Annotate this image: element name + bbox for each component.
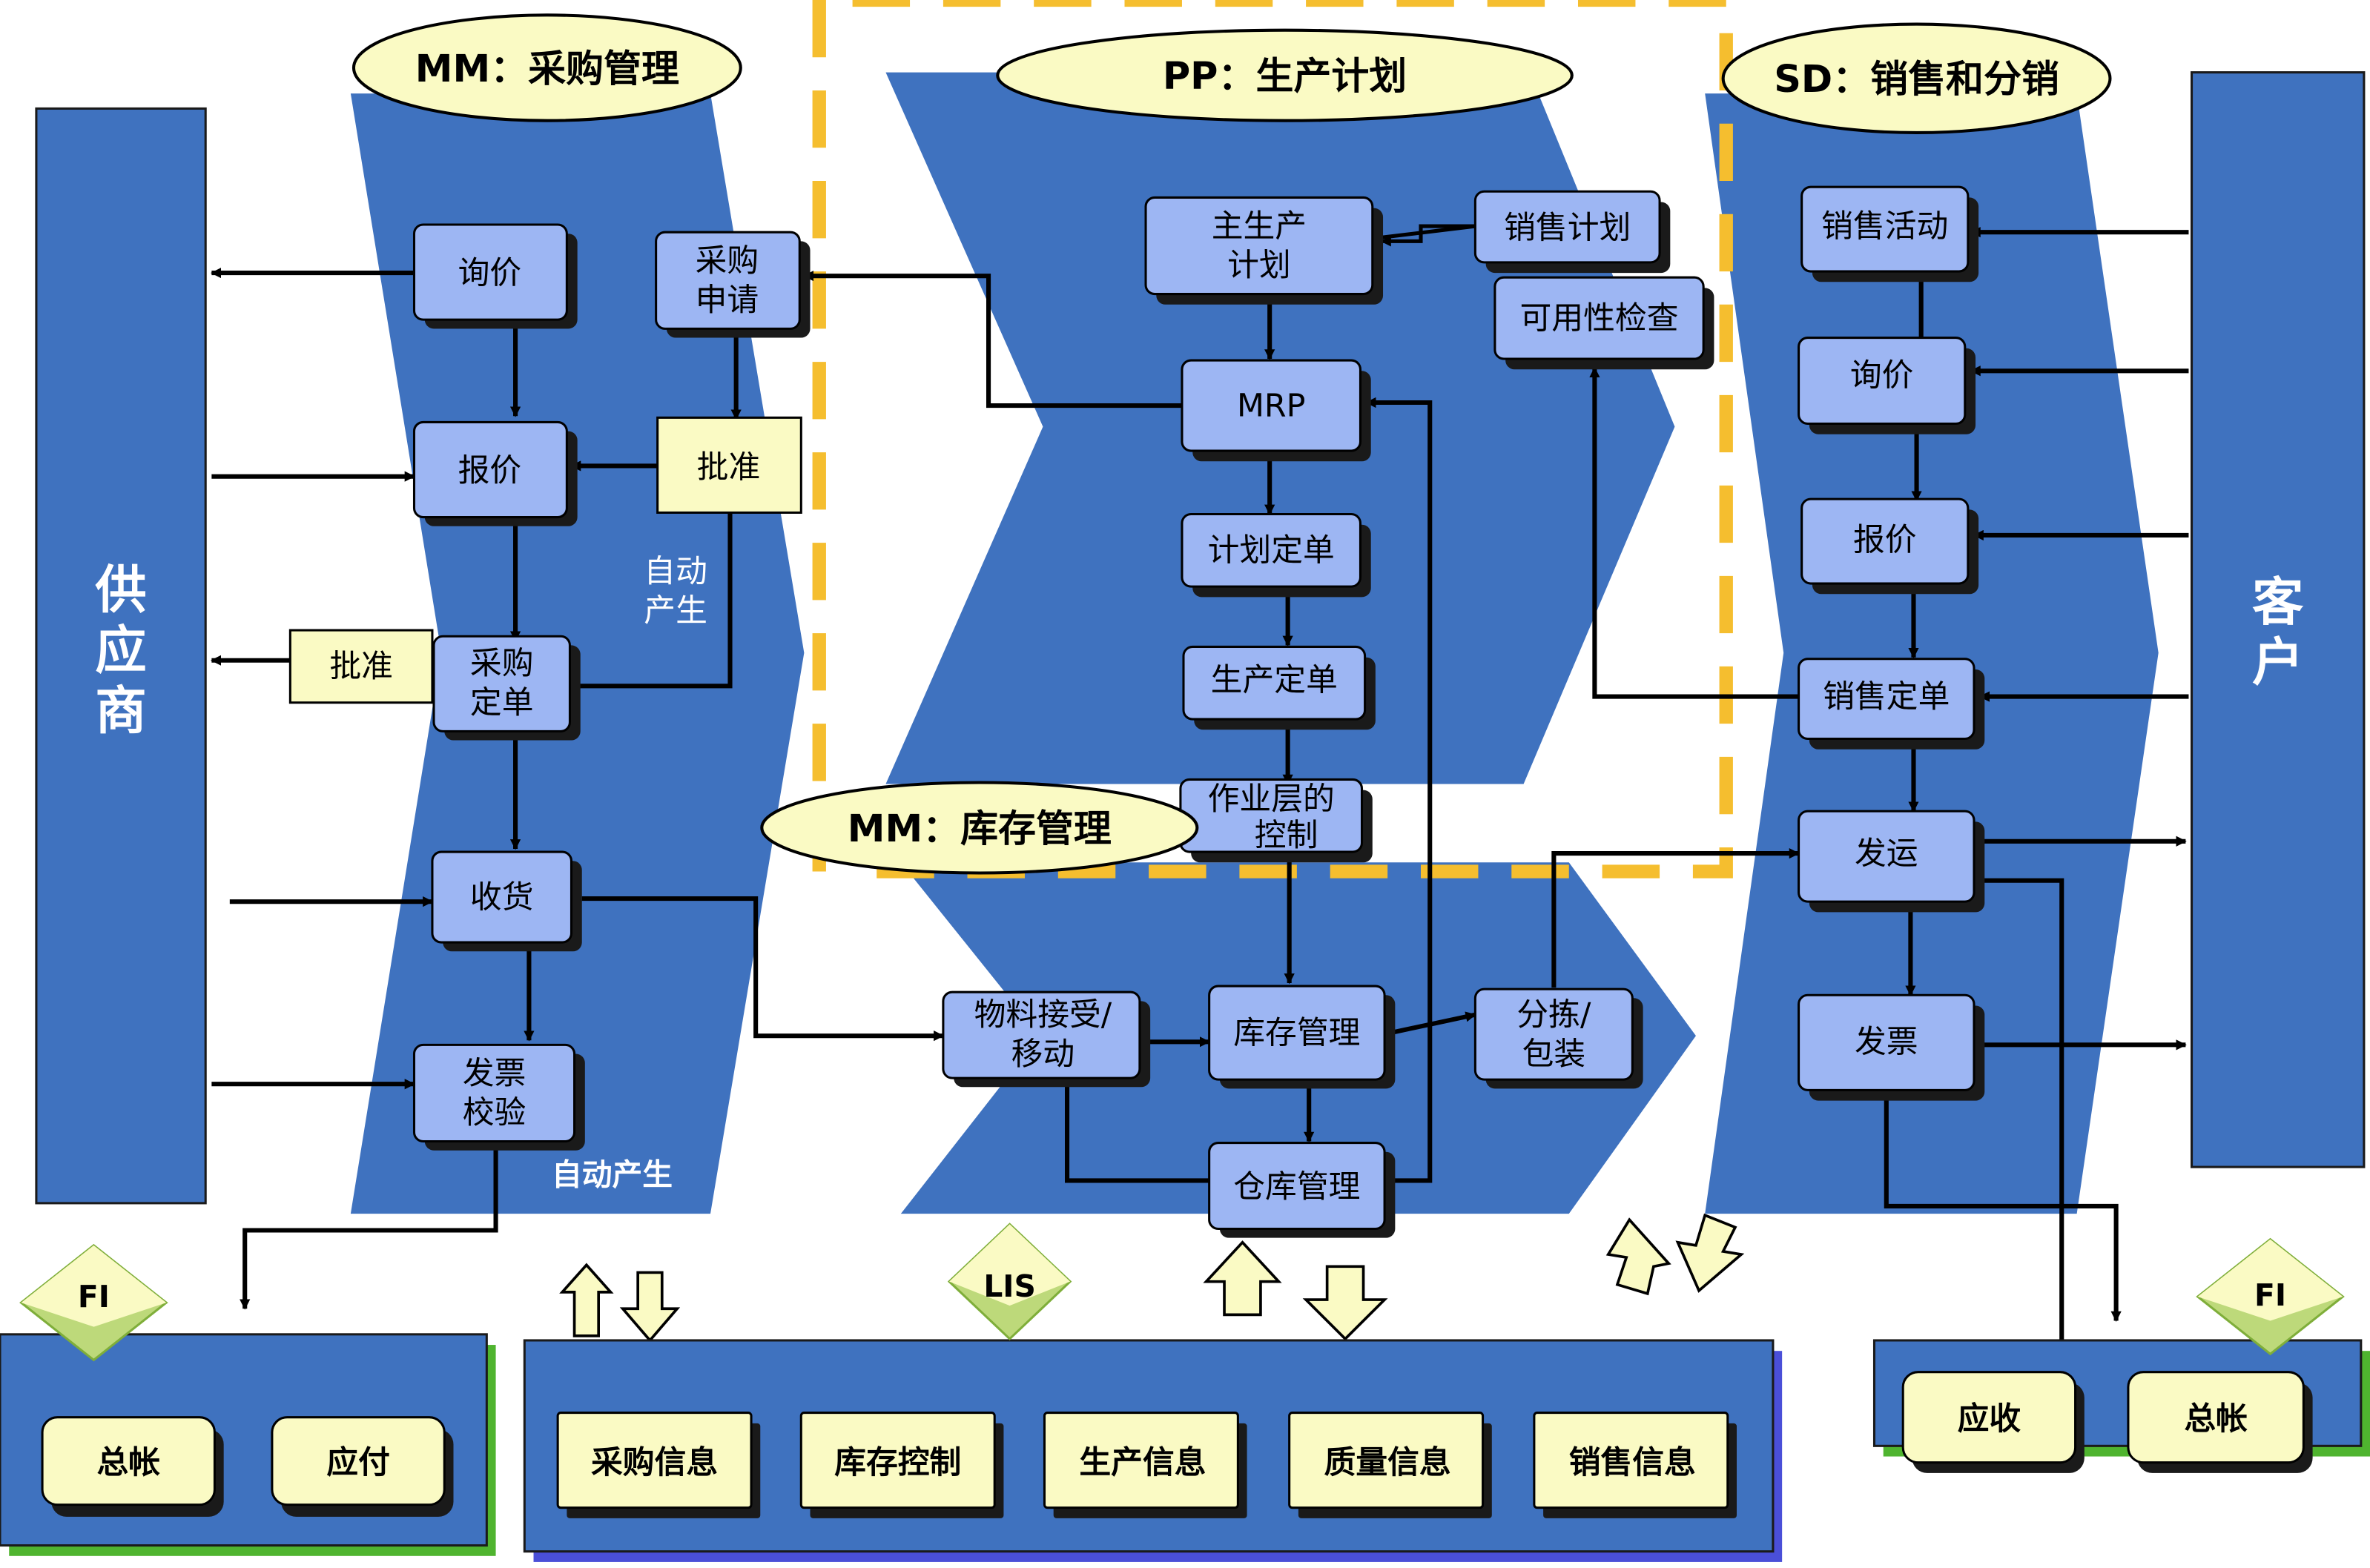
node-sales-plan: 销售计划: [1473, 190, 1671, 274]
node-label: 发票: [463, 1055, 527, 1092]
up-arrow-icon: [1203, 1240, 1282, 1317]
fi-left-panel: FI 总帐 应付: [0, 1243, 496, 1556]
node-label: 计划定单: [1208, 532, 1335, 569]
node-sales-activity: 销售活动: [1800, 185, 1979, 282]
node-label: 移动: [1011, 1036, 1075, 1073]
node-sales-order: 销售定单: [1798, 658, 1985, 750]
node-sales-inquiry: 询价: [1798, 337, 1976, 434]
node-goods-receipt: 收货: [431, 850, 582, 952]
sd-sales-label: SD：销售和分销: [1774, 58, 2059, 102]
node-production-order: 生产定单: [1182, 645, 1376, 730]
approval-requisition: 批准: [656, 416, 802, 514]
module-labels: MM：采购管理 PP：生产计划 SD：销售和分销 MM：库存管理: [351, 13, 2112, 875]
fi-tag: FI: [78, 1279, 110, 1314]
node-label: MRP: [1237, 387, 1305, 424]
auto-create-label: 产生: [644, 592, 707, 629]
node-label: 销售活动: [1821, 208, 1948, 245]
node-sales-quotation: 报价: [1800, 497, 1979, 595]
node-inventory-management: 库存管理: [1208, 985, 1396, 1089]
lis-item: 销售信息: [1569, 1444, 1696, 1481]
node-shipping: 发运: [1798, 810, 1985, 913]
exchange-arrows: [559, 1213, 1745, 1343]
node-label: 报价: [458, 452, 522, 489]
auto-create-label: 自动: [644, 553, 707, 590]
up-arrow-icon: [1605, 1217, 1671, 1296]
down-arrow-icon: [1675, 1213, 1745, 1293]
node-label: 包装: [1522, 1036, 1586, 1073]
down-arrow-icon: [619, 1271, 681, 1343]
node-mps: 主生产 计划: [1144, 196, 1384, 305]
node-picking-packing: 分拣/ 包装: [1473, 988, 1643, 1089]
node-label: 主生产: [1212, 208, 1307, 245]
lis-item: 采购信息: [591, 1444, 718, 1481]
up-arrow-icon: [559, 1263, 614, 1337]
node-label: 报价: [1853, 521, 1917, 558]
lis-tag: LIS: [983, 1268, 1036, 1304]
lis-item: 库存控制: [834, 1444, 961, 1481]
node-label: 生产定单: [1211, 661, 1338, 698]
node-label: 控制: [1255, 817, 1318, 854]
customer-label: 客户: [2252, 573, 2304, 692]
lis-item: 生产信息: [1079, 1444, 1206, 1481]
node-label: 询价: [1850, 357, 1914, 394]
node-invoice: 发票: [1798, 993, 1985, 1101]
node-label: 采购: [696, 242, 759, 279]
nodes: 询价 采购 申请 报价 批准 自动 产生 批准 采购 定单: [288, 185, 1985, 1238]
node-label: 批准: [697, 449, 761, 486]
gl-item: 总帐: [96, 1444, 160, 1481]
mm-inventory-label: MM：库存管理: [848, 807, 1112, 851]
node-label: 作业层的: [1208, 781, 1335, 818]
node-label: 校验: [463, 1094, 527, 1131]
lis-item: 质量信息: [1324, 1444, 1451, 1481]
lis-items: 采购信息 库存控制 生产信息 质量信息 销售信息: [556, 1412, 1737, 1518]
node-label: 库存管理: [1233, 1014, 1360, 1051]
node-label: 定单: [470, 684, 534, 721]
node-invoice-verification: 发票 校验: [412, 1043, 585, 1151]
customer-column: [2191, 71, 2366, 1168]
node-warehouse-management: 仓库管理: [1208, 1142, 1396, 1238]
node-label: 销售计划: [1504, 209, 1631, 246]
ap-item: 应付: [326, 1444, 390, 1481]
down-arrow-icon: [1302, 1265, 1388, 1341]
node-label: 询价: [458, 254, 522, 291]
node-material-receipt: 物料接受/ 移动: [942, 990, 1151, 1088]
fi-tag: FI: [2254, 1277, 2286, 1313]
node-purchase-requisition: 采购 申请: [655, 231, 811, 338]
approval-order: 批准: [288, 629, 434, 704]
node-shop-floor-control: 作业层的 控制: [1179, 778, 1373, 863]
node-mrp: MRP: [1181, 359, 1371, 462]
node-availability-check: 可用性检查: [1493, 276, 1714, 370]
node-label: 可用性检查: [1520, 300, 1679, 337]
supplier-label: 供应商: [95, 561, 146, 741]
ar-item: 应收: [1958, 1400, 2021, 1438]
node-purchase-inquiry: 询价: [412, 223, 578, 329]
connectors: [210, 224, 2189, 1364]
node-label: 仓库管理: [1233, 1168, 1360, 1205]
node-label: 物料接受/: [974, 996, 1112, 1033]
node-label: 发票: [1855, 1024, 1918, 1061]
node-purchase-quotation: 报价: [412, 420, 578, 526]
node-label: 申请: [696, 282, 759, 319]
gl-item: 总帐: [2184, 1400, 2248, 1438]
node-label: 分拣/: [1516, 996, 1591, 1033]
pp-planning-label: PP：生产计划: [1163, 55, 1407, 99]
node-label: 批准: [329, 648, 393, 685]
node-label: 销售定单: [1823, 678, 1950, 715]
fi-right-panel: FI 应收 总帐: [1872, 1237, 2370, 1473]
node-label: 收货: [470, 879, 534, 916]
mm-purchasing-label: MM：采购管理: [415, 47, 679, 91]
node-planned-order: 计划定单: [1181, 512, 1371, 598]
node-label: 采购: [470, 645, 534, 682]
auto-create-bold-label: 自动产生: [552, 1157, 673, 1193]
pp-dashed-frame: [812, 0, 1733, 879]
node-label: 发运: [1855, 835, 1918, 872]
supplier-column: [35, 107, 207, 1205]
node-label: 计划: [1227, 247, 1291, 284]
node-purchase-order: 采购 定单: [432, 635, 581, 741]
